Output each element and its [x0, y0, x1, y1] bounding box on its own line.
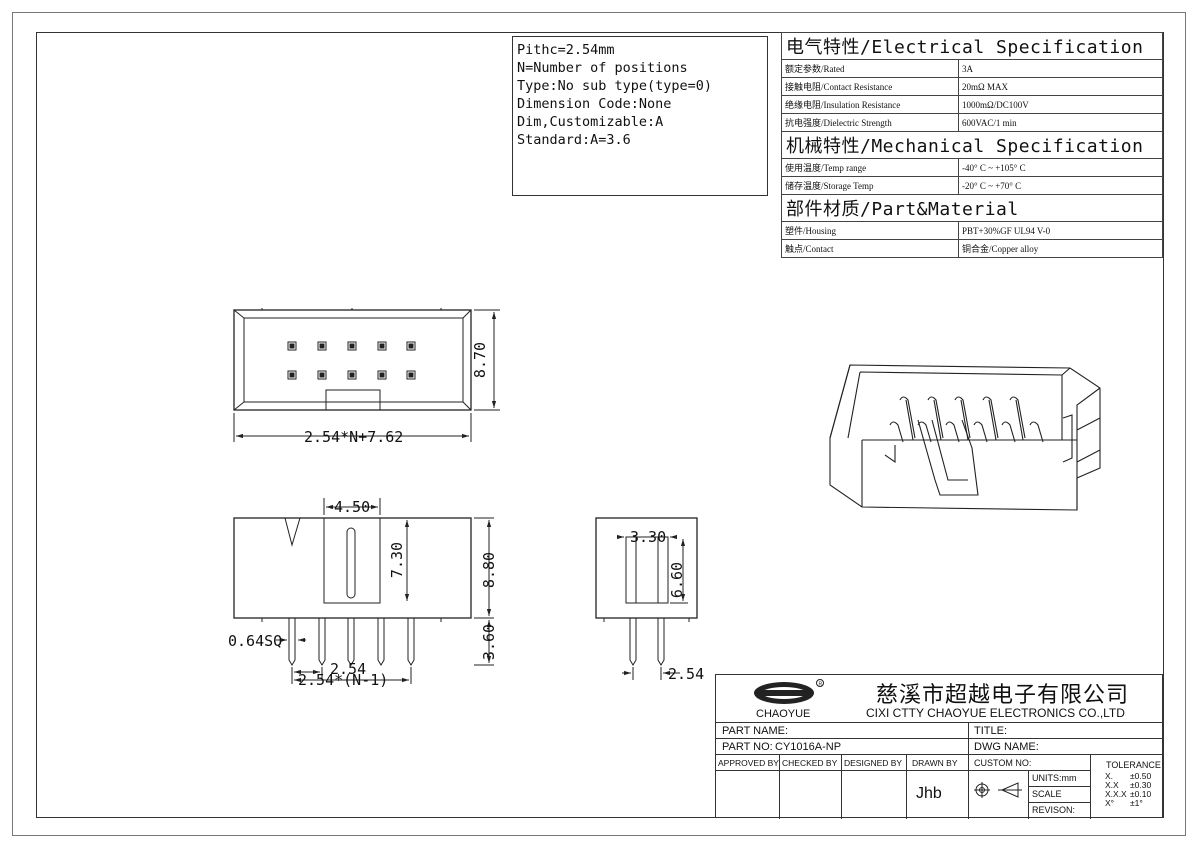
dim-side-pitch: 2.54: [668, 665, 705, 683]
dim-side-window-width: 3.30: [630, 528, 667, 546]
contact-pins: [889, 396, 1044, 443]
tolerance-value: ±0.50: [1130, 771, 1152, 781]
dim-window-height: 7.30: [388, 541, 406, 579]
part-name-label: PART NAME:: [722, 725, 789, 737]
logo-text: CHAOYUE: [756, 708, 811, 720]
spec-row: 使用温度/Temp range-40° C ~ +105° C: [781, 158, 1163, 177]
tolerance-key: X.X.X: [1105, 789, 1127, 799]
note-line: Pithc=2.54mm: [517, 42, 615, 58]
pin-holes: [287, 341, 416, 380]
company-name-cn: 慈溪市超越电子有限公司: [876, 683, 1130, 708]
note-line: Standard:A=3.6: [517, 132, 631, 148]
title-block: R CHAOYUE 慈溪市超越电子有限公司 CIXI CTTY CHAOYUE …: [715, 674, 1164, 819]
drawn-by-label: DRAWN BY: [912, 758, 958, 768]
revision-label: REVISON:: [1032, 805, 1076, 815]
dim-pin-span: 2.54*(N-1): [298, 671, 389, 689]
company-logo-icon: R: [754, 679, 824, 704]
note-line: Dim,Customizable:A: [517, 114, 664, 130]
isometric-view: [829, 364, 1101, 511]
dim-pin-size: 0.64SQ: [228, 632, 283, 650]
svg-text:R: R: [819, 682, 823, 688]
spec-value: 铜合金/Copper alloy: [958, 239, 1163, 258]
side-view: [595, 517, 698, 680]
company-name-en: CIXI CTTY CHAOYUE ELECTRONICS CO.,LTD: [866, 706, 1125, 720]
units-label: UNITS:mm: [1032, 773, 1077, 783]
drawing-border-outer: [12, 12, 1186, 836]
note-line: Type:No sub type(type=0): [517, 78, 713, 94]
dim-top-height: 8.70: [471, 341, 489, 379]
projection-symbol-icon: [974, 782, 1022, 798]
dim-front-height: 8.80: [480, 551, 498, 589]
front-view: [233, 498, 494, 684]
drawn-by-value: Jhb: [916, 785, 942, 802]
material-heading: 部件材质/Part&Material: [781, 194, 1163, 222]
tolerance-value: ±0.10: [1130, 789, 1152, 799]
note-line: Dimension Code:None: [517, 96, 672, 112]
drawing-border-inner: [36, 32, 1164, 818]
dim-side-window-height: 6.60: [668, 561, 686, 599]
dim-top-width: 2.54*N+7.62: [304, 428, 404, 446]
specification-table: 电气特性/Electrical Specification 额定参数/Rated…: [781, 32, 1163, 258]
custom-no-label: CUSTOM NO:: [974, 758, 1032, 768]
dim-pin-length: 3.60: [480, 623, 498, 661]
notes-box: Pithc=2.54mm N=Number of positions Type:…: [512, 36, 768, 196]
title-label: TITLE:: [974, 725, 1008, 737]
approved-by-label: APPROVED BY: [718, 758, 779, 768]
part-no-label: PART NO:: [722, 741, 773, 753]
top-view: [233, 308, 500, 442]
checked-by-label: CHECKED BY: [782, 758, 838, 768]
tolerance-key: X.: [1105, 771, 1114, 781]
tolerance-value: ±1°: [1130, 798, 1143, 808]
dwg-name-label: DWG NAME:: [974, 741, 1039, 753]
dim-window-width: 4.50: [334, 498, 371, 516]
tolerance-key: X.X: [1105, 780, 1119, 790]
part-no-value: CY1016A-NP: [775, 741, 842, 753]
tolerance-title: TOLERANCE: [1106, 760, 1161, 770]
tolerance-value: ±0.30: [1130, 780, 1152, 790]
scale-label: SCALE: [1032, 789, 1062, 799]
designed-by-label: DESIGNED BY: [844, 758, 903, 768]
dim-pin-pitch: 2.54: [330, 660, 367, 678]
tolerance-key: X°: [1105, 798, 1115, 808]
note-line: N=Number of positions: [517, 60, 688, 76]
